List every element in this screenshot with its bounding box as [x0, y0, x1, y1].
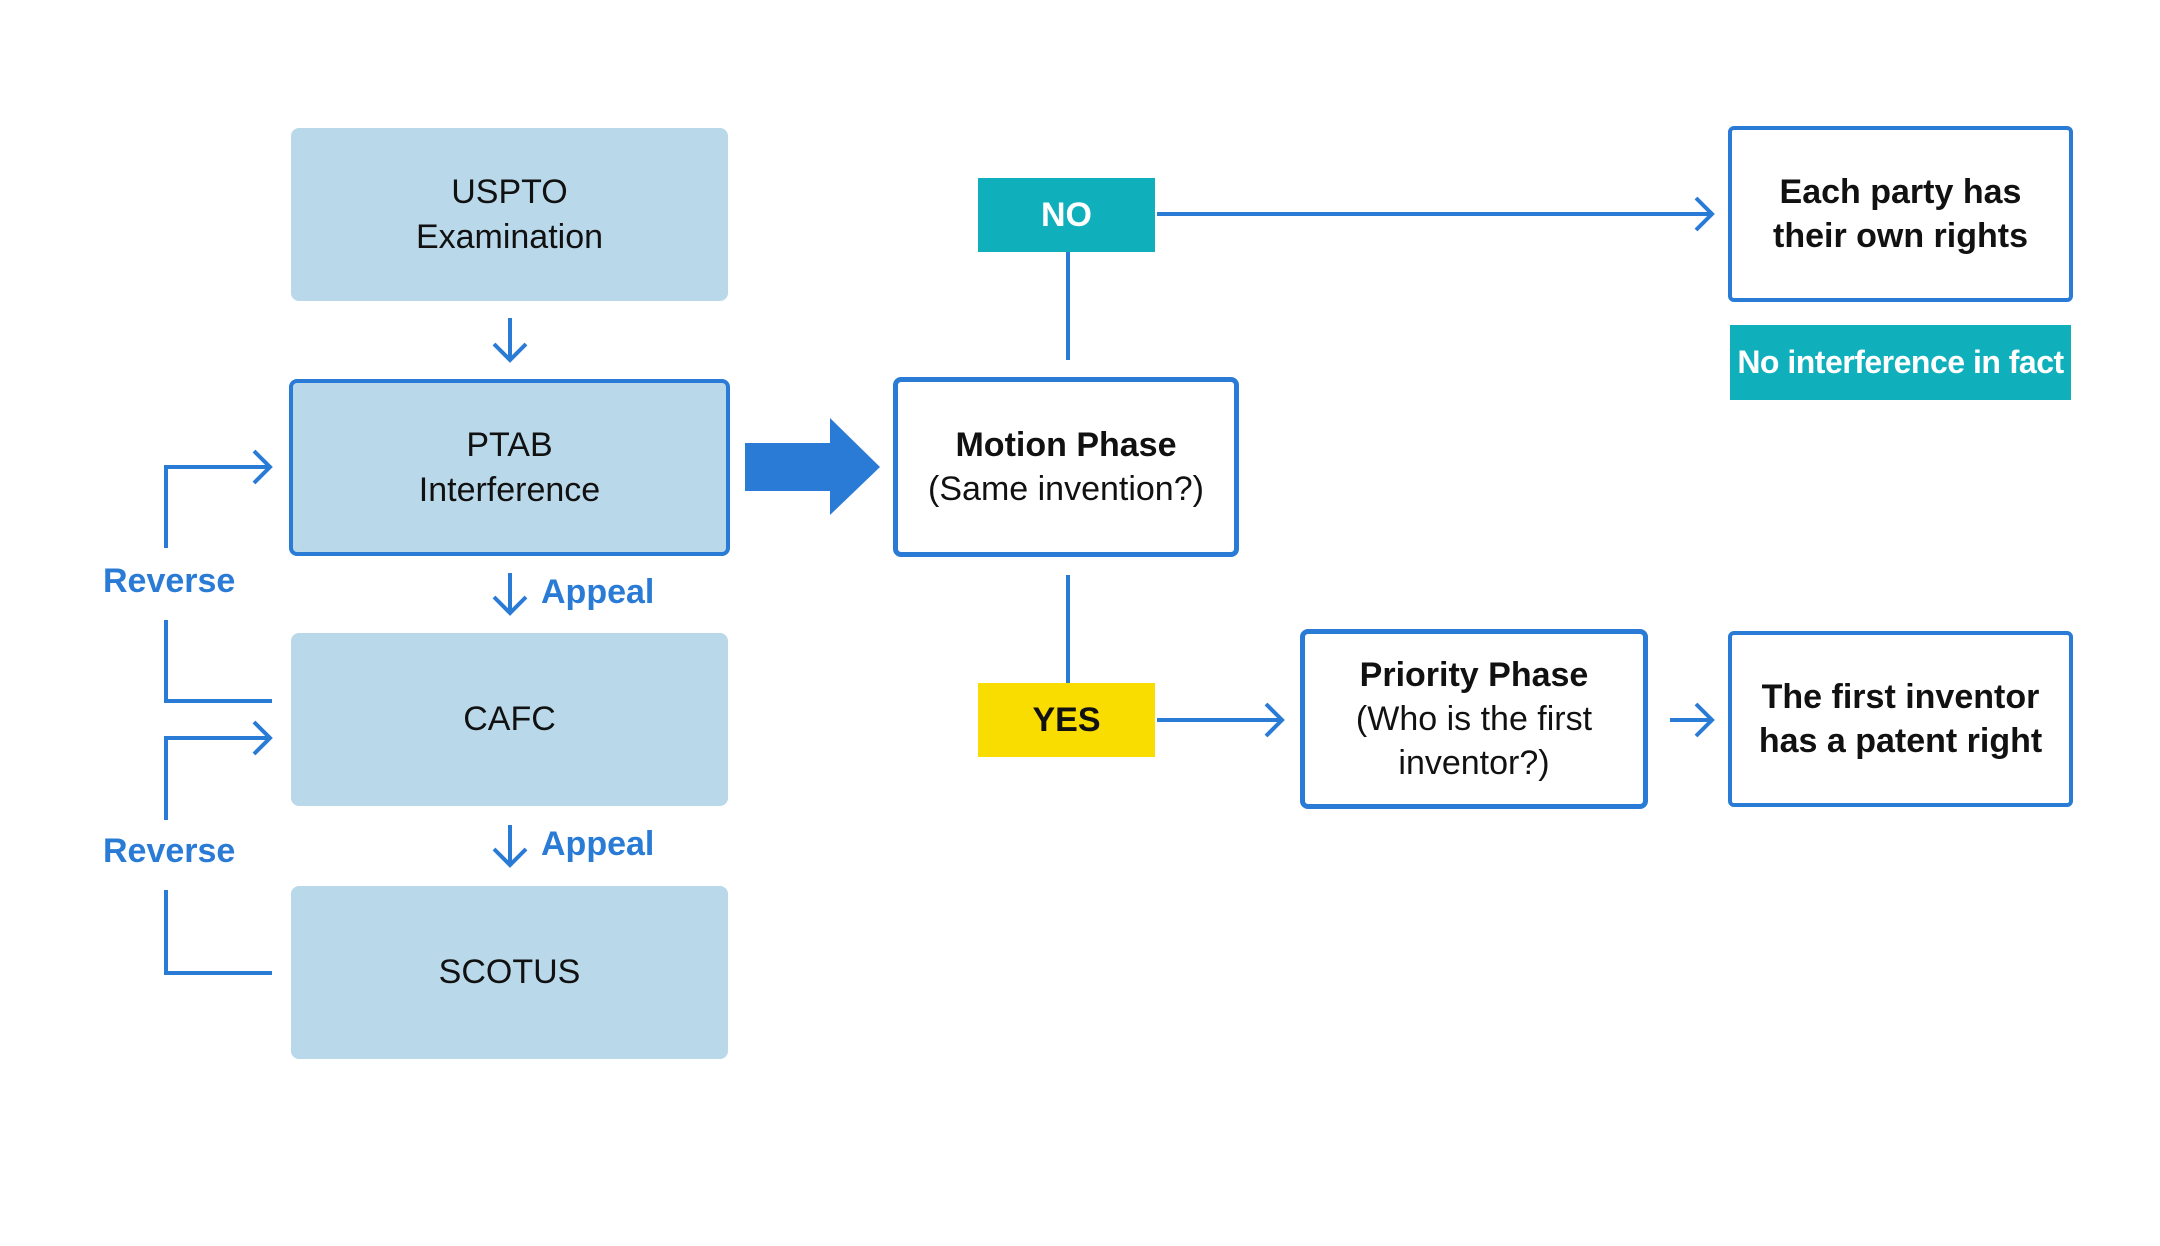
- each-party-rights-box: Each party has their own rights: [1728, 126, 2073, 302]
- reverse-label-2: Reverse: [103, 832, 236, 870]
- motion-phase-box: Motion Phase (Same invention?): [893, 377, 1239, 557]
- each-party-line1: Each party has: [1779, 172, 2022, 211]
- no-interference-note: No interference in fact: [1730, 325, 2071, 400]
- motion-phase-question: (Same invention?): [928, 470, 1204, 508]
- priority-phase-box: Priority Phase (Who is the first invento…: [1300, 629, 1648, 809]
- first-inventor-line1: The first inventor: [1761, 677, 2040, 716]
- yes-tag: YES: [978, 683, 1155, 757]
- arrow-no-to-each-party: [1157, 196, 1715, 232]
- reverse-label-1: Reverse: [103, 562, 236, 600]
- cafc-box: CAFC: [291, 633, 728, 806]
- arrow-priority-to-first-inventor: [1670, 702, 1715, 738]
- reverse-loop-cafc-to-ptab: [164, 449, 273, 703]
- arrow-cafc-to-scotus-appeal: [492, 825, 528, 868]
- uspto-examination-box: USPTO Examination: [291, 128, 728, 301]
- ptab-line2: Interference: [418, 470, 601, 509]
- arrow-ptab-to-cafc-appeal: [492, 573, 528, 616]
- first-inventor-line2: has a patent right: [1758, 722, 2043, 760]
- ptab-line1: PTAB: [466, 426, 553, 465]
- uspto-line1: USPTO: [451, 173, 568, 212]
- each-party-line2: their own rights: [1773, 217, 2028, 255]
- appeal-label-2: Appeal: [541, 825, 655, 863]
- reverse-loop-scotus-to-cafc: [164, 720, 273, 975]
- arrow-uspto-to-ptab: [492, 318, 528, 363]
- appeal-label-1: Appeal: [541, 573, 655, 611]
- ptab-interference-box: PTAB Interference: [289, 379, 730, 556]
- big-arrow-ptab-to-motion: [745, 418, 880, 515]
- priority-question-line2: inventor?): [1398, 744, 1550, 783]
- priority-phase-title: Priority Phase: [1359, 655, 1589, 694]
- motion-phase-title: Motion Phase: [955, 425, 1177, 464]
- no-tag: NO: [978, 178, 1155, 252]
- cafc-label: CAFC: [463, 700, 556, 739]
- arrow-yes-to-priority: [1157, 702, 1285, 738]
- scotus-box: SCOTUS: [291, 886, 728, 1059]
- first-inventor-box: The first inventor has a patent right: [1728, 631, 2073, 807]
- priority-question-line1: (Who is the first: [1355, 699, 1593, 738]
- uspto-line2: Examination: [415, 217, 604, 256]
- scotus-label: SCOTUS: [438, 953, 581, 992]
